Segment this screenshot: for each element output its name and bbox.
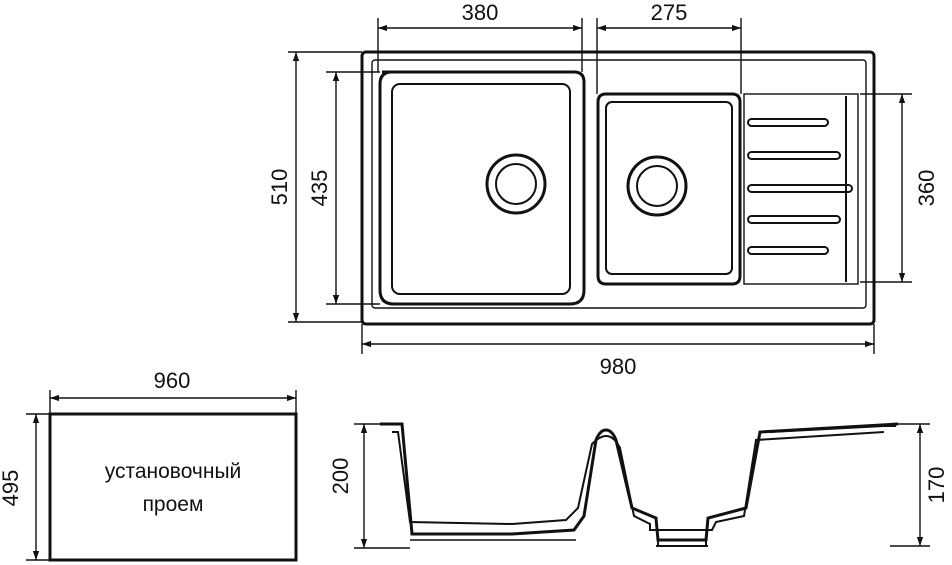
dim-label-495: 495: [0, 470, 23, 507]
sink-rim-outline: [371, 59, 867, 309]
dim-label-960: 960: [154, 368, 191, 393]
cutout-rectangle: [48, 412, 298, 562]
top-view: [360, 50, 876, 326]
large-bowl-outline: [378, 70, 586, 306]
cutout-label-line1: установочный: [105, 460, 242, 483]
section-outer-profile: [380, 422, 899, 542]
dim-label-380: 380: [462, 0, 499, 25]
drainer-area: [743, 93, 859, 285]
dim-label-435: 435: [307, 170, 332, 207]
drainer-groove-1: [747, 118, 829, 127]
small-bowl-outline: [596, 92, 742, 286]
drainer-groove-2: [747, 151, 841, 160]
section-view: [380, 422, 899, 547]
small-bowl-drain-inner: [636, 165, 678, 207]
dim-bowl-height: 200: [328, 423, 410, 549]
drainer-groove-5: [747, 246, 829, 255]
drainer-groove-3: [747, 184, 853, 193]
large-bowl-inner: [391, 83, 571, 295]
dim-overall-depth: 510: [267, 51, 362, 323]
large-bowl-drain-outer: [485, 153, 547, 215]
dim-overall-length: 980: [361, 324, 875, 379]
dim-cutout-depth: 495: [0, 413, 50, 561]
dim-cutout-width: 960: [49, 368, 297, 414]
large-bowl-drain-inner: [495, 163, 537, 205]
dim-label-510: 510: [267, 169, 292, 206]
dim-large-bowl-width: 380: [377, 0, 583, 72]
small-bowl-drain-outer: [626, 155, 688, 217]
dim-label-170: 170: [924, 467, 949, 504]
dim-label-275: 275: [651, 0, 688, 25]
section-drainer-lip: [769, 425, 896, 433]
cutout-view: установочный проем: [48, 412, 298, 562]
dim-label-200: 200: [328, 458, 353, 495]
sink-outer-outline: [360, 50, 876, 326]
dim-small-bowl-depth: 360: [860, 93, 939, 283]
small-bowl-inner: [605, 101, 733, 275]
drainer-groove-4: [747, 215, 841, 224]
dim-drainer-height: 170: [890, 423, 949, 547]
dim-large-bowl-depth: 435: [307, 71, 380, 305]
section-inner-profile: [392, 431, 885, 531]
dim-small-bowl-width: 275: [596, 0, 742, 94]
dim-label-360: 360: [914, 170, 939, 207]
cutout-label-line2: проем: [143, 493, 204, 516]
dim-label-980: 980: [600, 354, 637, 379]
